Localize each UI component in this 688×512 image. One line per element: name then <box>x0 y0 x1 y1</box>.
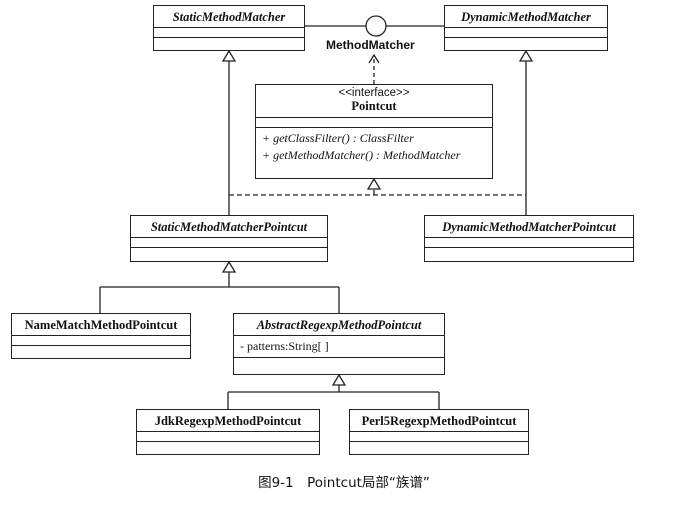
interface-stereotype: <<interface>> <box>338 87 410 99</box>
methods-section <box>12 346 190 355</box>
smm-generalization-arrow <box>221 49 237 62</box>
dmm-generalization-arrow <box>518 49 534 62</box>
methods-section <box>131 248 327 257</box>
class-name: StaticMethodMatcherPointcut <box>131 216 327 238</box>
methods-section <box>350 442 528 451</box>
abstract-regexp-method-pointcut-class[interactable]: AbstractRegexpMethodPointcut - patterns:… <box>233 313 445 375</box>
class-name: DynamicMethodMatcher <box>445 6 607 28</box>
methods-section <box>234 358 444 366</box>
dynamic-method-matcher-pointcut-class[interactable]: DynamicMethodMatcherPointcut <box>424 215 634 262</box>
smmp-generalization-arrow <box>221 260 237 273</box>
name-match-method-pointcut-class[interactable]: NameMatchMethodPointcut <box>11 313 191 359</box>
method-get-method-matcher: + getMethodMatcher() : MethodMatcher <box>262 148 461 162</box>
class-name: Perl5RegexpMethodPointcut <box>350 410 528 432</box>
attributes-section <box>425 238 633 248</box>
pointcut-interface[interactable]: <<interface>> Pointcut + getClassFilter(… <box>255 84 493 179</box>
static-method-matcher-class[interactable]: StaticMethodMatcher <box>153 5 305 51</box>
class-name: StaticMethodMatcher <box>154 6 304 28</box>
methodmatcher-interface-label: MethodMatcher <box>326 38 415 52</box>
attributes-section: - patterns:String[ ] <box>234 336 444 358</box>
class-name: AbstractRegexpMethodPointcut <box>234 314 444 336</box>
pointcut-realization-arrow <box>366 177 382 190</box>
static-method-matcher-pointcut-class[interactable]: StaticMethodMatcherPointcut <box>130 215 328 262</box>
attributes-section <box>445 28 607 38</box>
methods-section <box>425 248 633 257</box>
methods-section <box>137 442 319 451</box>
attributes-section <box>131 238 327 248</box>
attributes-section <box>350 432 528 442</box>
methods-section <box>154 38 304 47</box>
dependency-arrowhead <box>368 53 380 64</box>
class-name: Pointcut <box>351 99 397 113</box>
method-get-class-filter: + getClassFilter() : ClassFilter <box>262 131 414 145</box>
attributes-section <box>256 118 492 128</box>
class-name: NameMatchMethodPointcut <box>12 314 190 336</box>
methods-section <box>445 38 607 47</box>
attributes-section <box>137 432 319 442</box>
methodmatcher-interface-circle <box>365 15 387 37</box>
methods-section: + getClassFilter() : ClassFilter + getMe… <box>256 128 492 164</box>
class-name: JdkRegexpMethodPointcut <box>137 410 319 432</box>
dynamic-method-matcher-class[interactable]: DynamicMethodMatcher <box>444 5 608 51</box>
class-name: DynamicMethodMatcherPointcut <box>425 216 633 238</box>
jdk-regexp-method-pointcut-class[interactable]: JdkRegexpMethodPointcut <box>136 409 320 455</box>
attribute-patterns: - patterns:String[ ] <box>240 339 329 353</box>
figure-caption: 图9-1 Pointcut局部“族谱” <box>258 475 430 491</box>
arp-generalization-arrow <box>331 373 347 386</box>
attributes-section <box>154 28 304 38</box>
interface-header: <<interface>> Pointcut <box>256 85 492 118</box>
attributes-section <box>12 336 190 346</box>
perl5-regexp-method-pointcut-class[interactable]: Perl5RegexpMethodPointcut <box>349 409 529 455</box>
